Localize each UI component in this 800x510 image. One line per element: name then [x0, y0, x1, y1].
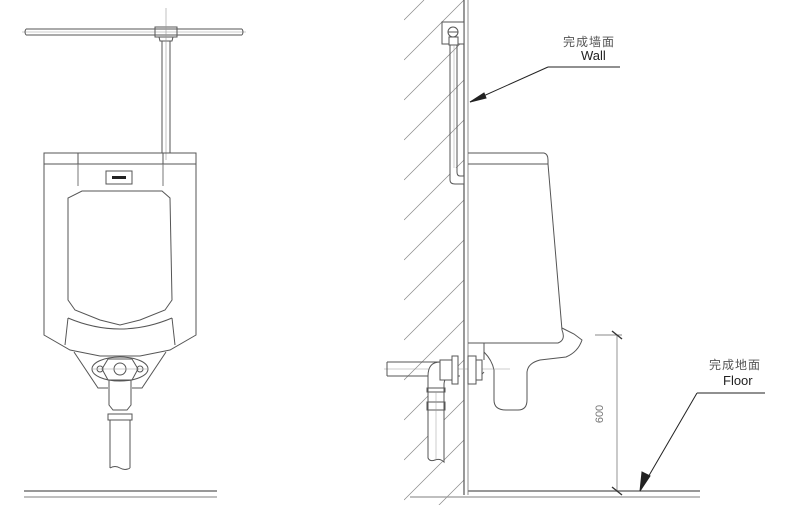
height-dimension-value: 600: [594, 404, 607, 424]
front-view: [22, 8, 246, 497]
side-view: [384, 0, 765, 505]
front-urinal-body: [44, 153, 196, 388]
front-floor: [24, 491, 217, 497]
wall-label-cn: 完成墙面: [563, 35, 616, 49]
side-floor: [410, 491, 700, 497]
floor-leader: [640, 393, 765, 491]
floor-label-cn: 完成地面: [709, 358, 762, 372]
wall-label-en: Wall: [581, 48, 606, 63]
front-outlet-flange: [92, 357, 148, 470]
floor-label-en: Floor: [723, 373, 753, 388]
wall-leader: [470, 67, 620, 102]
side-urinal-body: [468, 153, 582, 410]
side-supply-pipe: [442, 22, 464, 184]
height-dimension: [595, 331, 622, 495]
front-supply-pipe: [22, 8, 246, 160]
side-drain: [384, 356, 510, 462]
